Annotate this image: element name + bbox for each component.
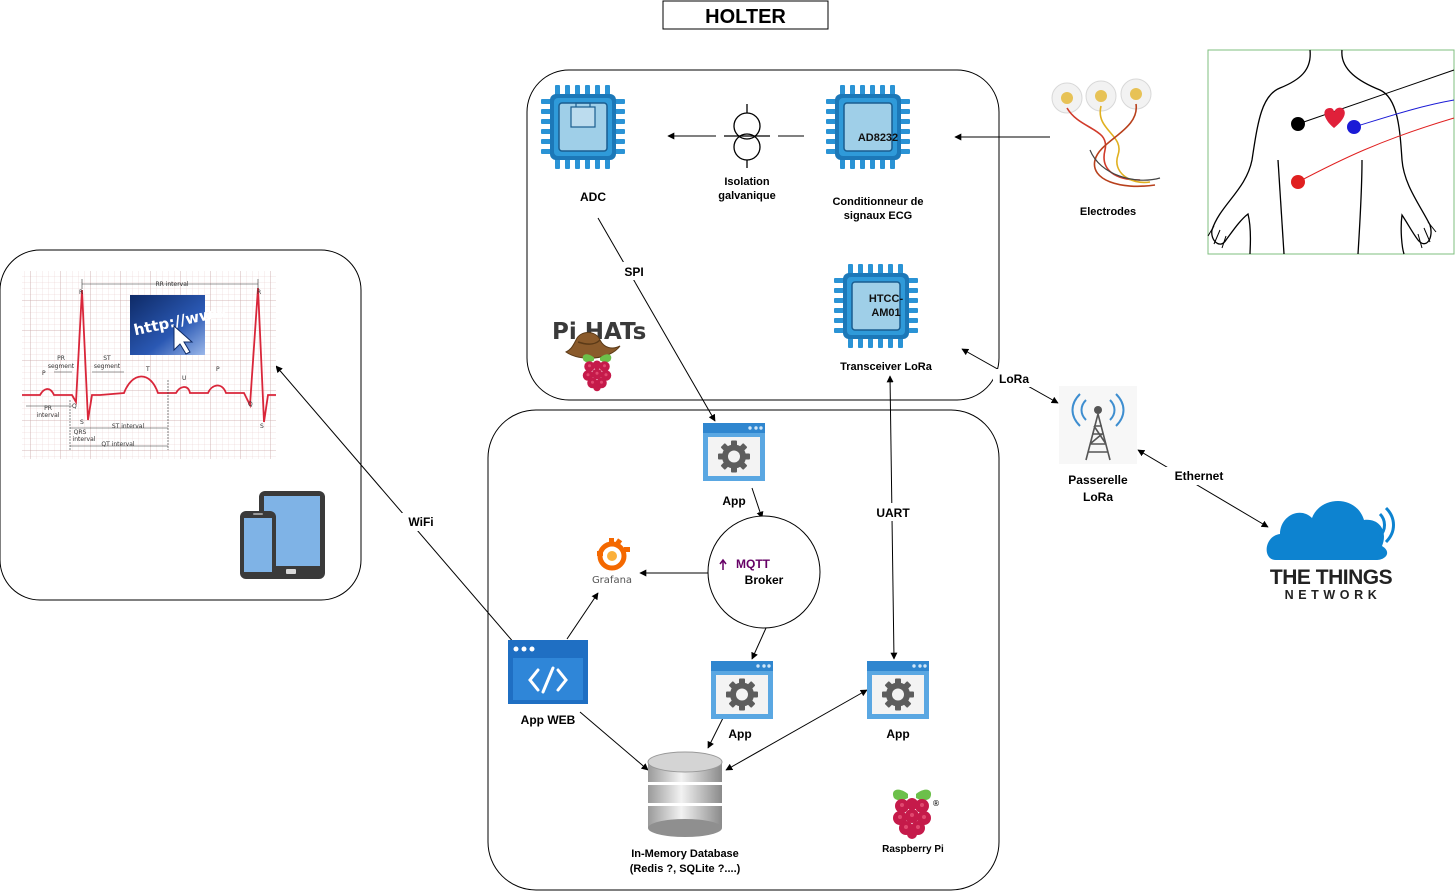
adc-label: ADC (580, 190, 606, 204)
grafana-label: Grafana (592, 575, 632, 586)
app-right-label: App (886, 727, 909, 741)
svg-text:segment: segment (48, 363, 75, 370)
ecg-conditioner-label-line2: signaux ECG (844, 210, 912, 222)
svg-text:P: P (216, 366, 220, 373)
svg-text:S: S (260, 423, 264, 430)
app-web-icon (508, 640, 588, 704)
mqtt-broker-label: Broker (745, 573, 784, 587)
app-mid-label: App (728, 727, 751, 741)
phone-tablet-icon (240, 491, 325, 579)
htcc-chip-text-line2: AM01 (871, 307, 900, 319)
edge-adc-to-app-spi (597, 217, 716, 422)
app-top-icon (703, 423, 765, 481)
registered-mark: ® (932, 799, 940, 808)
svg-text:S: S (80, 419, 84, 426)
gateway-label-line2: LoRa (1083, 490, 1113, 504)
app-right-icon (867, 661, 929, 719)
link-label-lora: LoRa (999, 372, 1029, 386)
edge-app-mid-to-db (707, 715, 725, 749)
ttn-logo-line1: THE THINGS (1270, 566, 1393, 589)
edge-mqtt-to-app-mid (751, 627, 767, 660)
galvanic-isolation-icon (724, 104, 770, 168)
edge-app-to-mqtt (751, 487, 764, 519)
ad8232-chip-text: AD8232 (858, 132, 898, 144)
client-device-container (0, 249, 362, 601)
svg-text:U: U (182, 375, 186, 382)
lora-gateway-icon (1059, 386, 1137, 464)
raspberry-pi-label: Raspberry Pi (882, 844, 944, 855)
ecg-waveform-panel: RR interval PR segment ST segment PR int… (22, 271, 276, 459)
edge-db-to-app-right (725, 689, 868, 771)
link-label-ethernet: Ethernet (1175, 469, 1224, 483)
link-label-uart: UART (876, 506, 910, 520)
ttn-cloud-icon (1266, 501, 1395, 560)
svg-text:segment: segment (94, 363, 121, 370)
svg-text:Q: Q (72, 403, 77, 410)
ttn-logo-line2: NETWORK (1285, 588, 1382, 602)
app-top-label: App (722, 494, 745, 508)
svg-text:PR: PR (44, 405, 52, 412)
mqtt-logo-icon: MQTT (719, 557, 771, 571)
svg-text:MQTT: MQTT (736, 557, 771, 571)
electrodes-icon (1051, 78, 1161, 188)
electrodes-label: Electrodes (1080, 206, 1136, 218)
svg-text:ST interval: ST interval (112, 423, 145, 430)
database-label-line1: In-Memory Database (631, 848, 739, 860)
link-label-spi: SPI (624, 265, 643, 279)
svg-text:P: P (42, 370, 46, 377)
isolation-label-line1: Isolation (724, 176, 770, 188)
svg-text:ST: ST (103, 355, 111, 362)
ad8232-chip-icon (825, 84, 911, 170)
database-icon (647, 751, 723, 837)
body-placement-panel (1207, 49, 1455, 255)
svg-text:QT interval: QT interval (101, 441, 135, 448)
app-web-label: App WEB (521, 713, 576, 727)
svg-text:interval: interval (73, 436, 96, 443)
adc-chip-die (570, 102, 596, 128)
lora-transceiver-label: Transceiver LoRa (840, 361, 933, 373)
svg-text:R: R (257, 289, 261, 296)
edge-appweb-to-db (579, 711, 649, 771)
diagram-title: HOLTER (705, 6, 786, 28)
app-mid-icon (711, 661, 773, 719)
mqtt-broker-node (707, 515, 821, 629)
gateway-label-line1: Passerelle (1068, 473, 1128, 487)
svg-text:R: R (79, 289, 83, 296)
htcc-chip-text-line1: HTCC- (869, 293, 904, 305)
edge-appweb-to-grafana (566, 592, 599, 640)
svg-text:QRS: QRS (74, 429, 87, 436)
raspberry-pi-logo-icon (892, 789, 932, 839)
pi-hats-container (526, 69, 1000, 401)
edge-appweb-to-device-wifi (275, 365, 516, 645)
svg-text:Q: Q (248, 401, 253, 408)
svg-text:RR interval: RR interval (155, 281, 188, 288)
isolation-label-line2: galvanique (718, 190, 775, 202)
grafana-icon (597, 538, 630, 571)
raspberry-pi-container (487, 409, 1000, 891)
svg-text:T: T (145, 366, 150, 373)
pi-hats-raspberry-icon (582, 354, 612, 392)
svg-text:PR: PR (57, 355, 65, 362)
edge-gateway-to-ttn (1137, 449, 1269, 528)
link-label-wifi: WiFi (408, 515, 433, 529)
ecg-conditioner-label-line1: Conditionneur de (832, 196, 923, 208)
htcc-am01-chip-icon (833, 263, 919, 349)
title-box (662, 0, 829, 30)
svg-text:interval: interval (37, 412, 60, 419)
database-label-line2: (Redis ?, SQLite ?....) (630, 863, 741, 875)
